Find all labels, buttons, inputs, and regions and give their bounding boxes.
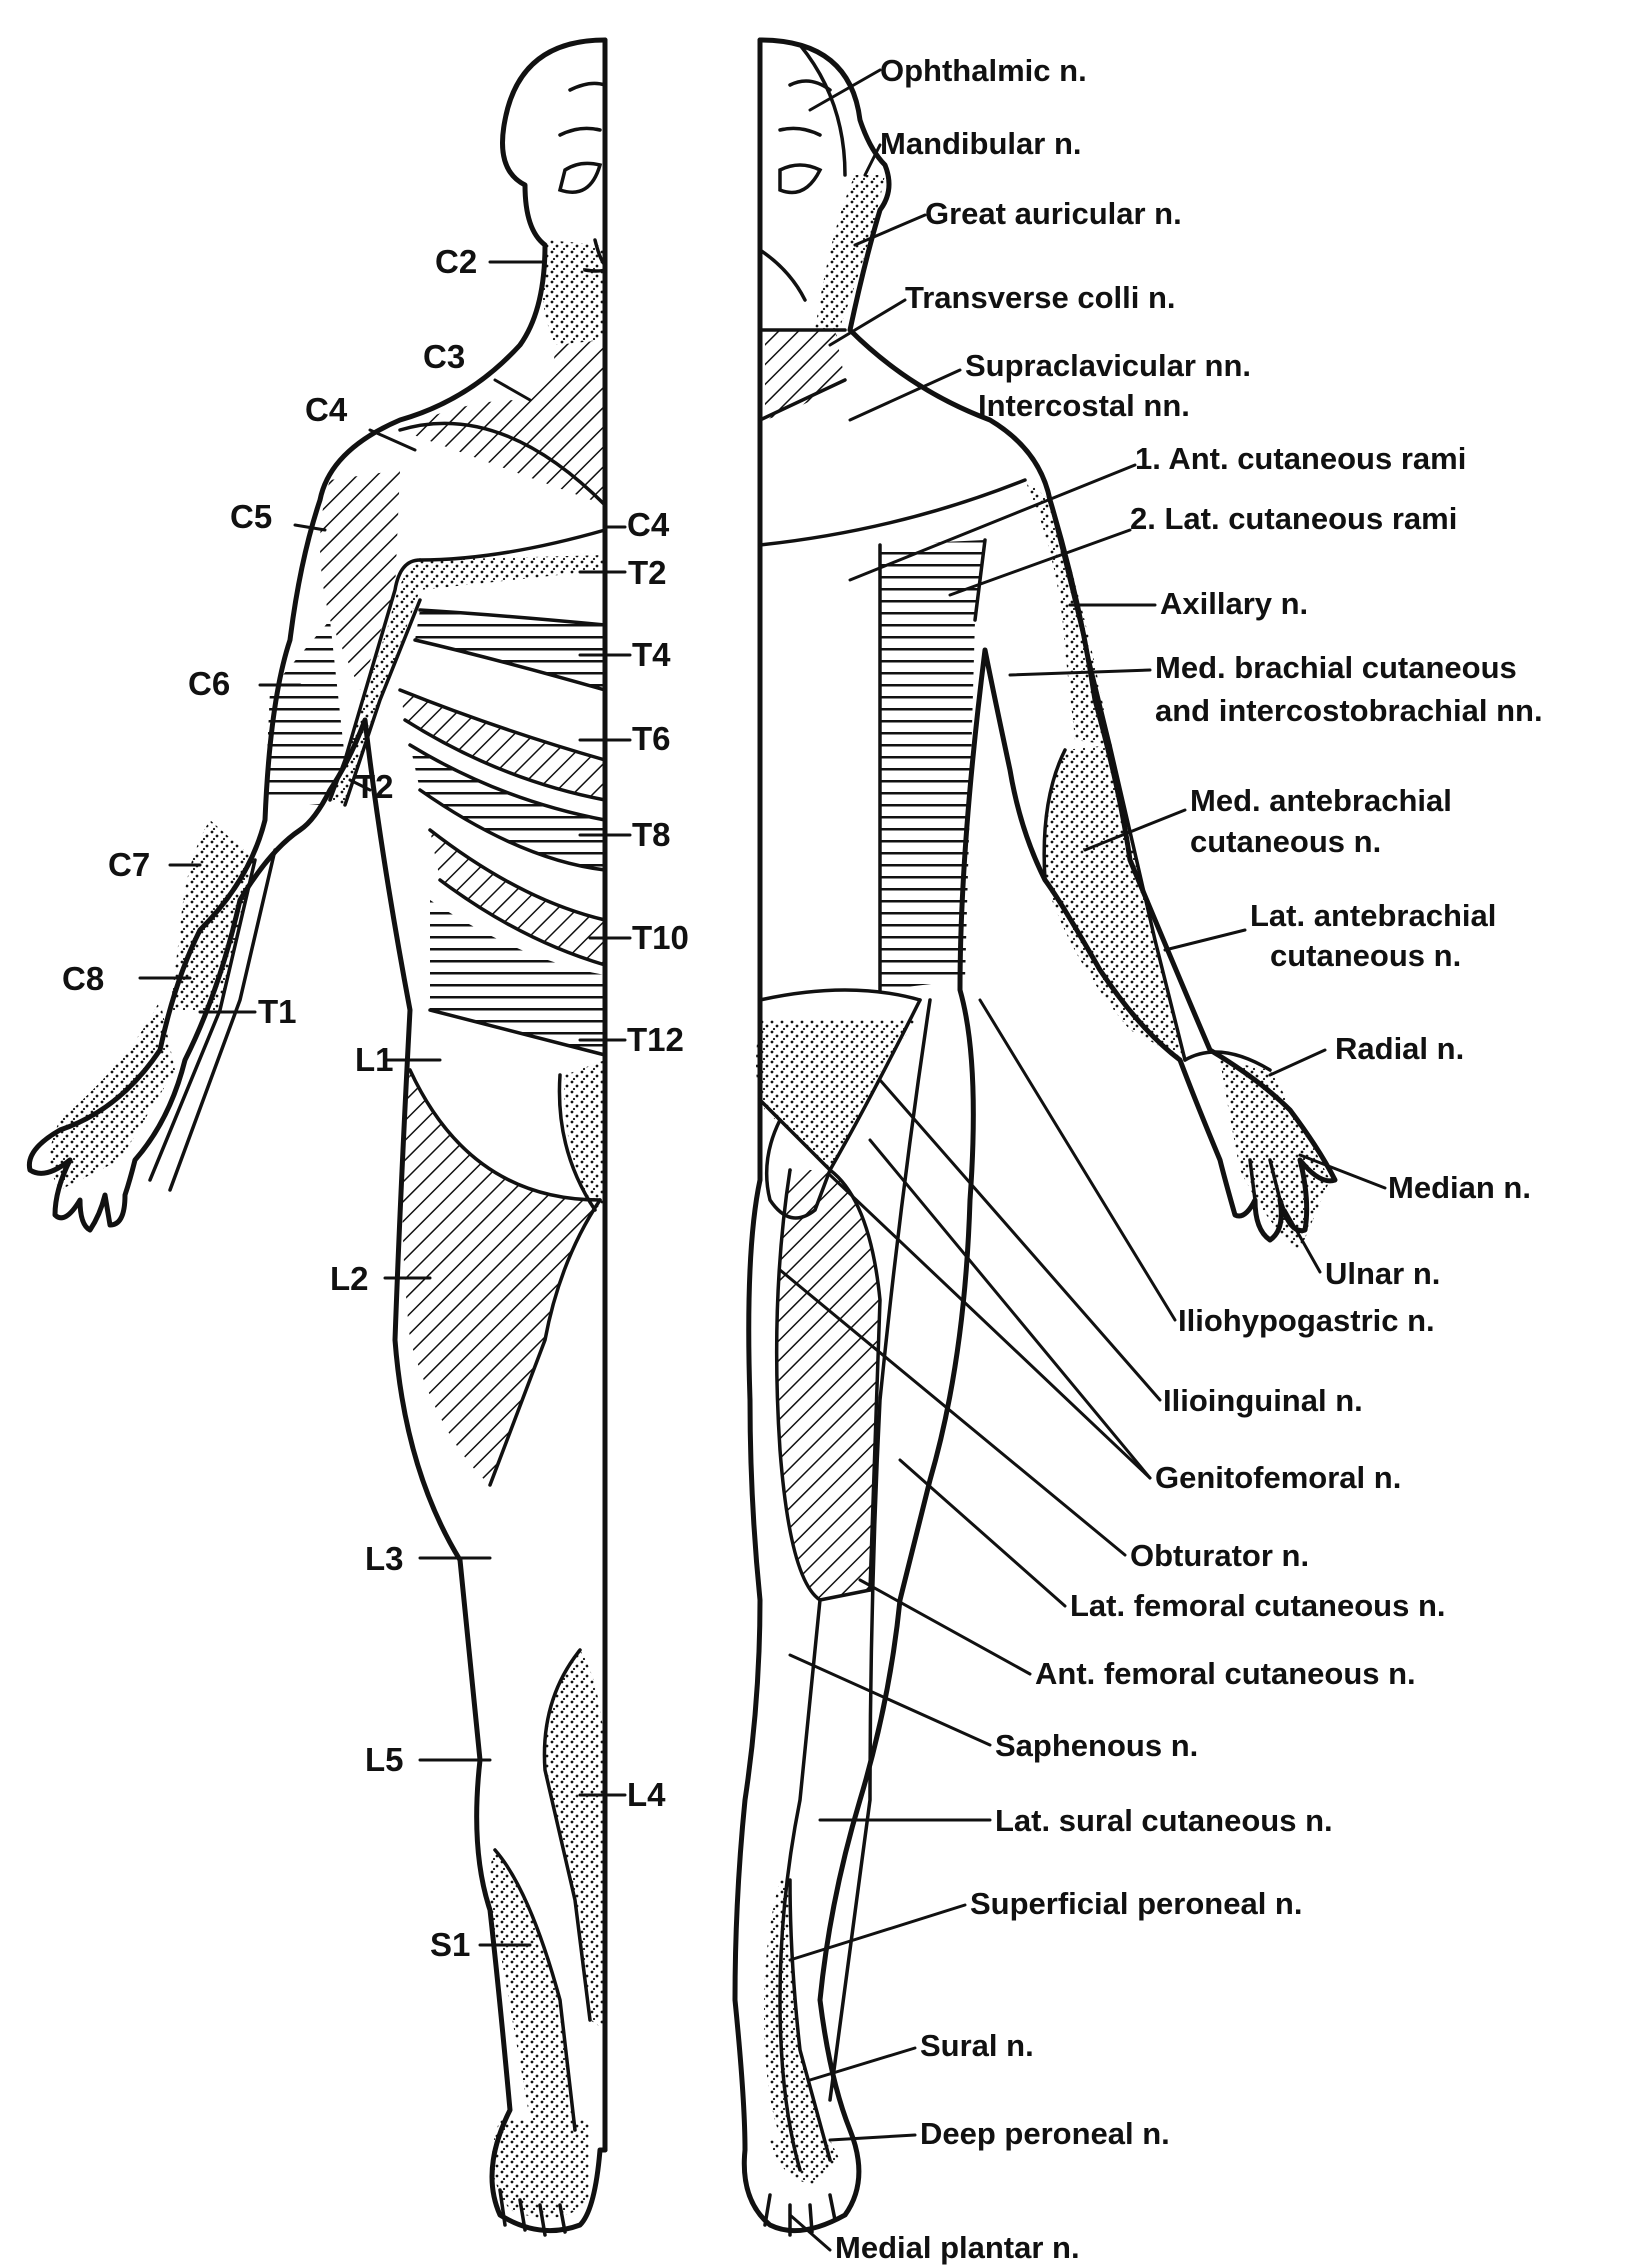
- label-t8: T8: [632, 816, 671, 853]
- label-mandibular: Mandibular n.: [880, 126, 1082, 161]
- label-intercostal: Intercostal nn.: [978, 388, 1190, 423]
- l1-groin-region: [564, 1060, 605, 1210]
- forearm-region: [1044, 745, 1185, 1060]
- t10-region: [430, 830, 605, 965]
- label-t12: T12: [627, 1021, 684, 1058]
- label-genitofemoral: Genitofemoral n.: [1155, 1460, 1402, 1495]
- label-ulnar: Ulnar n.: [1325, 1256, 1441, 1291]
- right-half-nerves: [732, 37, 1387, 2252]
- label-ant-femoral-cutaneous: Ant. femoral cutaneous n.: [1035, 1656, 1416, 1691]
- label-ilioinguinal: Ilioinguinal n.: [1163, 1383, 1363, 1418]
- label-lat-cutaneous-rami: 2. Lat. cutaneous rami: [1130, 501, 1458, 536]
- axillary-region: [1025, 480, 1110, 745]
- label-t2: T2: [628, 554, 667, 591]
- label-c3: C3: [423, 338, 466, 375]
- label-great-auricular: Great auricular n.: [925, 196, 1182, 231]
- label-s1: S1: [430, 1926, 471, 1963]
- label-med-antebrachial-1: Med. antebrachial: [1190, 783, 1452, 818]
- groin-region: [756, 1020, 920, 1170]
- label-l5: L5: [365, 1741, 404, 1778]
- t4-region: [415, 610, 605, 690]
- label-t2-arm: T2: [355, 768, 394, 805]
- l4-region: [544, 1650, 605, 2030]
- label-saphenous: Saphenous n.: [995, 1728, 1199, 1763]
- label-superficial-peroneal: Superficial peroneal n.: [970, 1886, 1303, 1921]
- label-c4-mid: C4: [627, 506, 670, 543]
- t8-region: [410, 745, 605, 870]
- left-half-dermatomes: [26, 37, 632, 2237]
- left-foot-dots: [492, 2120, 590, 2218]
- label-axillary: Axillary n.: [1160, 586, 1309, 621]
- label-ophthalmic: Ophthalmic n.: [880, 53, 1087, 88]
- label-lat-femoral-cutaneous: Lat. femoral cutaneous n.: [1070, 1588, 1446, 1623]
- label-lat-antebrachial-1: Lat. antebrachial: [1250, 898, 1497, 933]
- label-iliohypogastric: Iliohypogastric n.: [1178, 1303, 1435, 1338]
- l2-region: [402, 1070, 600, 1485]
- c3-region: [400, 340, 605, 505]
- t2-arm-region: [330, 555, 605, 805]
- label-c7: C7: [108, 846, 151, 883]
- s1-region: [488, 1850, 575, 2130]
- label-c4: C4: [305, 391, 348, 428]
- label-c5: C5: [230, 498, 273, 535]
- label-lat-antebrachial-2: cutaneous n.: [1270, 938, 1462, 973]
- hand-region: [1220, 1060, 1330, 1250]
- label-t4: T4: [632, 636, 671, 673]
- c6-region: [265, 620, 345, 805]
- label-ant-cutaneous-rami: 1. Ant. cutaneous rami: [1135, 441, 1467, 476]
- c5-region: [320, 470, 400, 690]
- label-l4: L4: [627, 1776, 666, 1813]
- lat-cutaneous-region: [880, 540, 985, 990]
- label-lat-sural-cutaneous: Lat. sural cutaneous n.: [995, 1803, 1333, 1838]
- label-medial-plantar: Medial plantar n.: [835, 2230, 1080, 2265]
- deep-peroneal-region: [770, 2140, 840, 2185]
- label-l1: L1: [355, 1041, 394, 1078]
- label-supraclavicular: Supraclavicular nn.: [965, 348, 1251, 383]
- great-auricular-region: [815, 175, 885, 340]
- label-radial: Radial n.: [1335, 1031, 1465, 1066]
- label-t10: T10: [632, 919, 689, 956]
- label-med-antebrachial-2: cutaneous n.: [1190, 824, 1382, 859]
- label-deep-peroneal: Deep peroneal n.: [920, 2116, 1170, 2151]
- label-t1: T1: [258, 993, 297, 1030]
- label-med-brachial-2: and intercostobrachial nn.: [1155, 693, 1543, 728]
- label-t6: T6: [632, 720, 671, 757]
- label-c6: C6: [188, 665, 231, 702]
- left-body-outline: [26, 37, 608, 2234]
- label-obturator: Obturator n.: [1130, 1538, 1310, 1573]
- label-transverse-colli: Transverse colli n.: [905, 280, 1176, 315]
- label-c2: C2: [435, 243, 478, 280]
- t12-region: [430, 900, 605, 1055]
- label-c8: C8: [62, 960, 105, 997]
- label-median: Median n.: [1388, 1170, 1531, 1205]
- t6-region: [400, 690, 605, 800]
- c2-region: [541, 240, 605, 345]
- label-med-brachial-1: Med. brachial cutaneous: [1155, 650, 1517, 685]
- label-l2: L2: [330, 1260, 369, 1297]
- obturator-region: [776, 1170, 880, 1600]
- c8-region: [50, 1000, 175, 1190]
- label-l3: L3: [365, 1540, 404, 1577]
- label-sural: Sural n.: [920, 2028, 1034, 2063]
- transverse-colli-region: [765, 330, 845, 420]
